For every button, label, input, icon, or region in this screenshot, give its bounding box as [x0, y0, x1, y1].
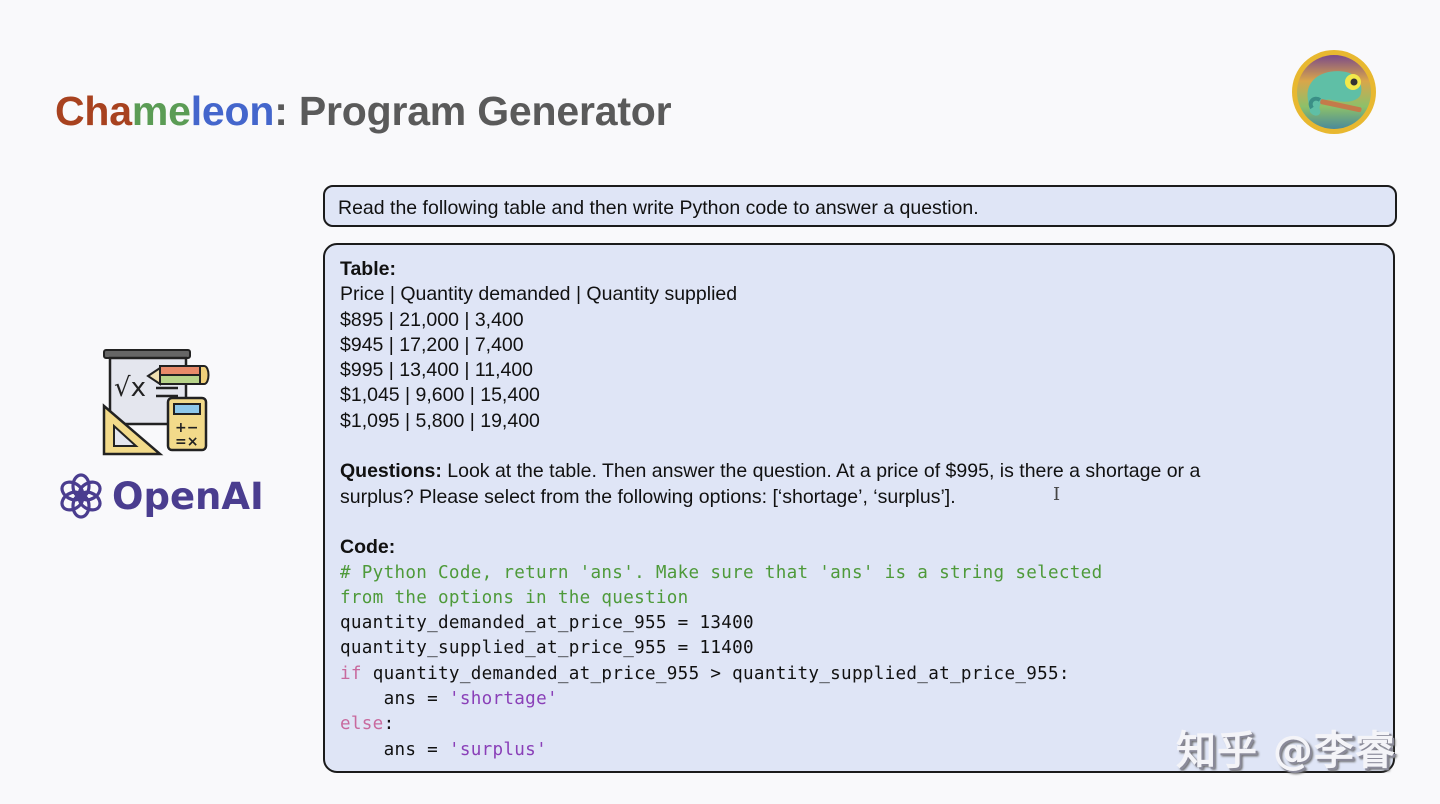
code-comment-2: from the options in the question — [340, 587, 689, 608]
table-row: $895 | 21,000 | 3,400 — [340, 308, 524, 331]
title-part-leon: leon — [190, 88, 275, 134]
text-cursor-icon: I — [1053, 484, 1061, 505]
question-text-2: surplus? Please select from the followin… — [340, 485, 956, 508]
instruction-box: Read the following table and then write … — [323, 185, 1397, 227]
question-text-1: Look at the table. Then answer the quest… — [441, 460, 1201, 483]
openai-brand: OpenAI — [56, 471, 264, 521]
table-row: $1,045 | 9,600 | 15,400 — [340, 384, 540, 407]
prompt-content-box: Table: Price | Quantity demanded | Quant… — [323, 243, 1395, 773]
title-part-rest: : Program Generator — [274, 88, 672, 134]
openai-label: OpenAI — [112, 474, 264, 518]
chameleon-logo-icon — [1290, 48, 1378, 136]
code-comment-1: # Python Code, return 'ans'. Make sure t… — [340, 562, 1103, 583]
code-line-ans-surplus: ans = 'surplus' — [340, 738, 1378, 763]
ans-assign: ans = — [340, 739, 449, 760]
math-tools-icon: √x +− =× — [100, 348, 215, 458]
question-label: Questions: — [340, 460, 442, 483]
table-row: $1,095 | 5,800 | 19,400 — [340, 409, 540, 432]
if-condition: quantity_demanded_at_price_955 > quantit… — [361, 663, 1070, 684]
code-line-ans-shortage: ans = 'shortage' — [340, 687, 1378, 712]
title-part-cha: Cha — [55, 88, 132, 134]
page-title: Chameleon: Program Generator — [55, 88, 672, 135]
string-shortage: 'shortage' — [448, 689, 558, 710]
question-line-1: Questions: Look at the table. Then answe… — [340, 459, 1378, 484]
instruction-text: Read the following table and then write … — [338, 197, 979, 219]
code-line-else: else: — [340, 712, 1378, 737]
svg-text:=×: =× — [175, 434, 198, 450]
table-label: Table: — [340, 258, 396, 280]
ans-assign: ans = — [340, 689, 449, 710]
keyword-if: if — [340, 663, 362, 684]
svg-text:+−: +− — [175, 420, 198, 436]
code-line-if: if quantity_demanded_at_price_955 > quan… — [340, 662, 1378, 687]
openai-knot-icon — [60, 473, 102, 519]
code-line-supplied: quantity_supplied_at_price_955 = 11400 — [340, 638, 754, 659]
code-label: Code: — [340, 536, 396, 559]
code-line-demanded: quantity_demanded_at_price_955 = 13400 — [340, 613, 754, 634]
table-row: $945 | 17,200 | 7,400 — [340, 333, 524, 356]
watermark: 知乎 @李睿 — [1176, 728, 1396, 774]
svg-text:√x: √x — [114, 373, 146, 403]
keyword-else: else — [340, 714, 384, 735]
else-colon: : — [383, 714, 395, 735]
table-header: Price | Quantity demanded | Quantity sup… — [340, 283, 738, 306]
string-surplus: 'surplus' — [448, 739, 547, 760]
title-part-me: me — [131, 88, 191, 134]
table-row: $995 | 13,400 | 11,400 — [340, 359, 534, 382]
